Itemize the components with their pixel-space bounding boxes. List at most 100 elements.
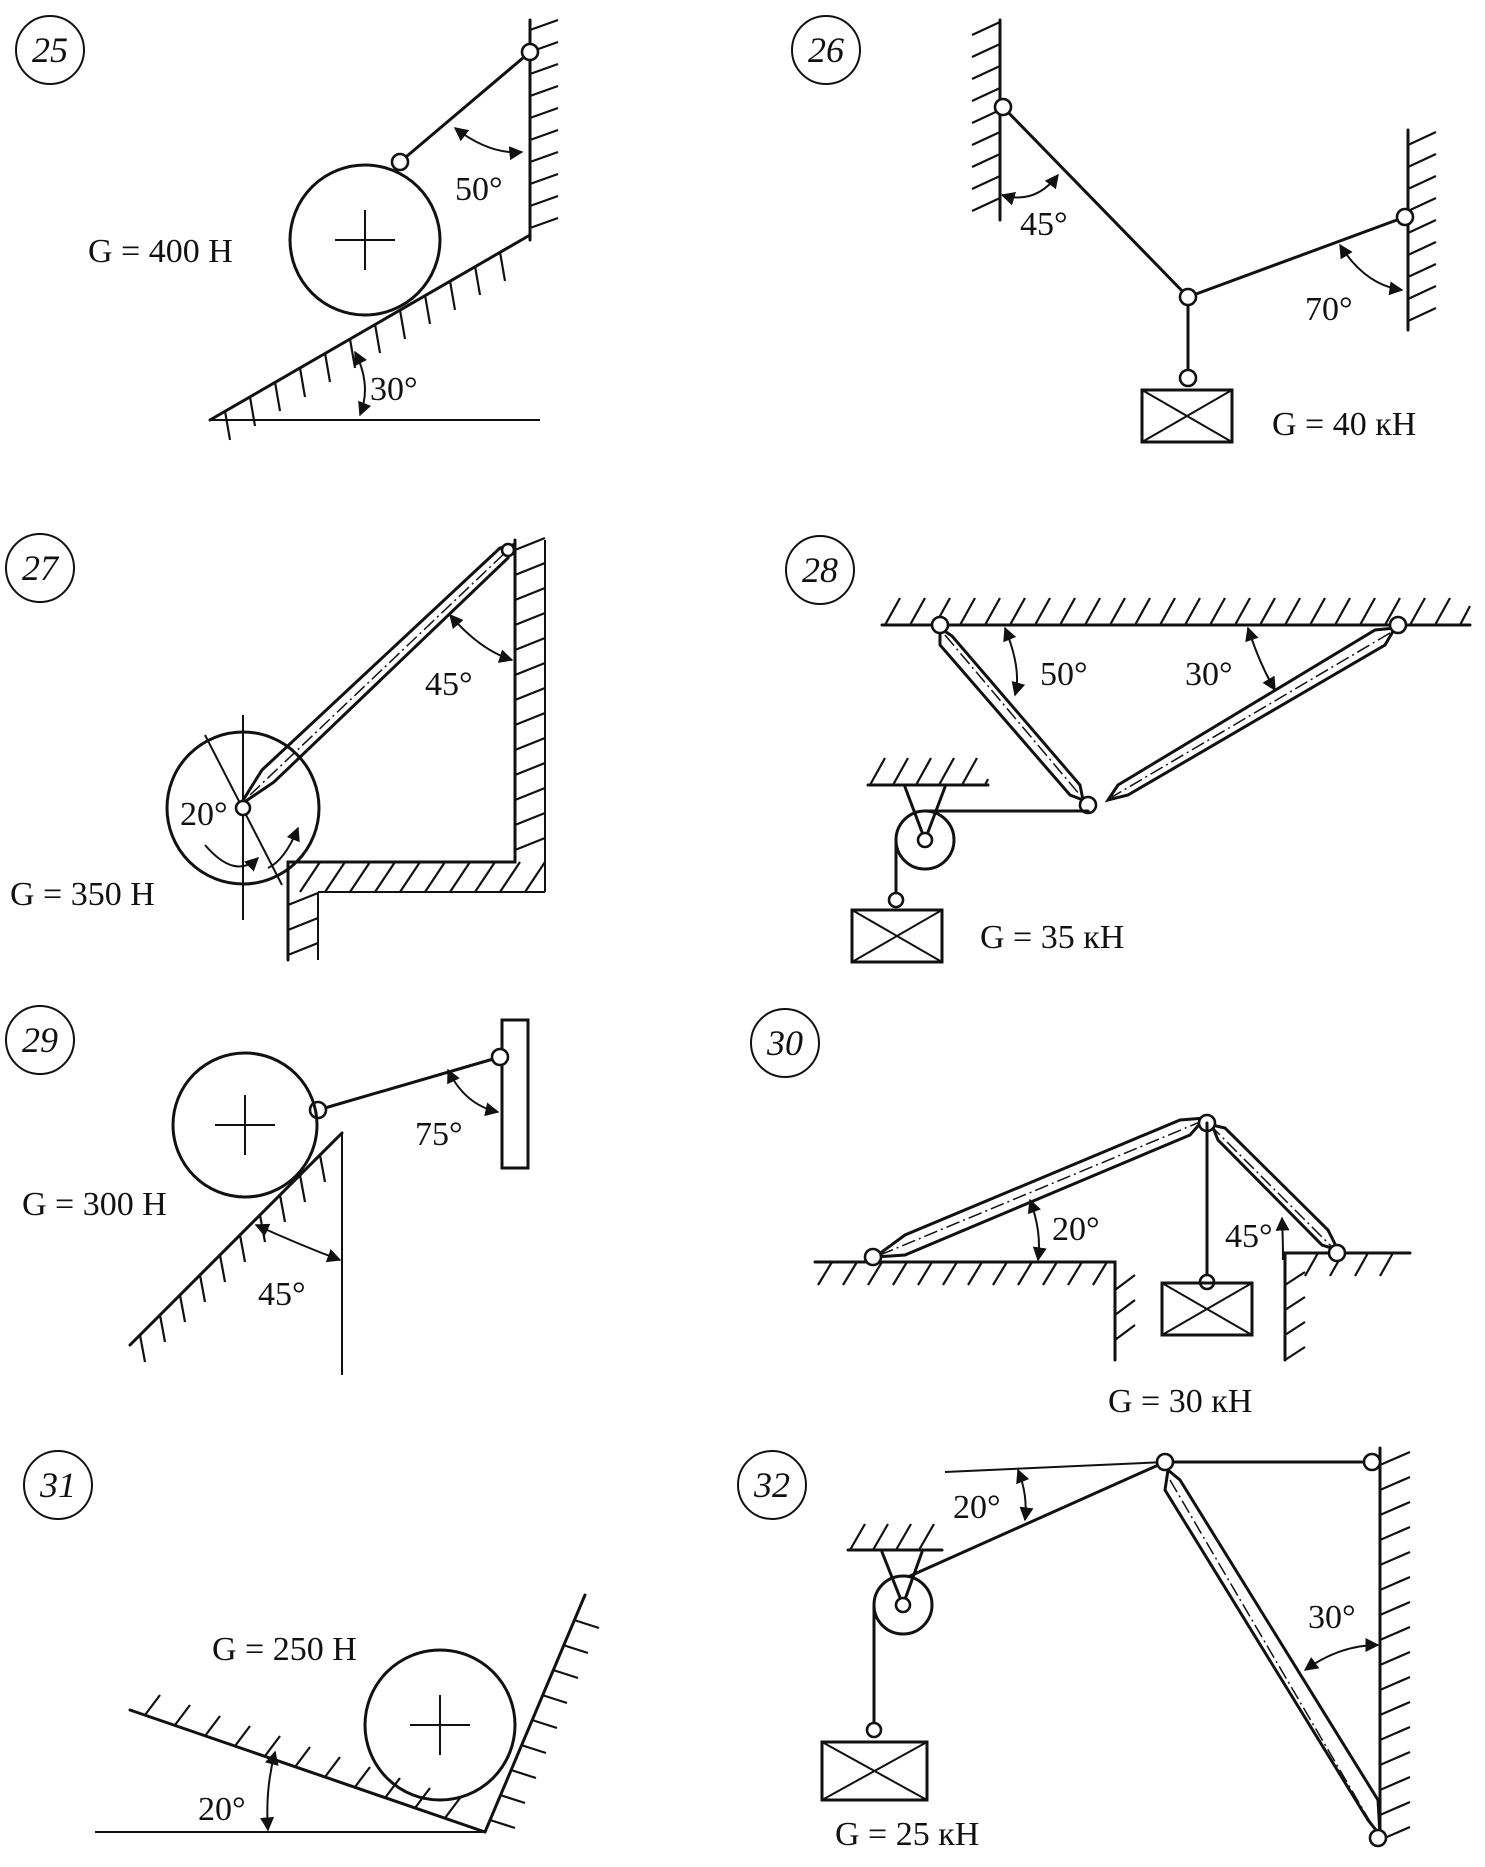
rod-left [938, 625, 1086, 803]
wall [528, 18, 559, 242]
angle-arc [1003, 626, 1026, 697]
rod [1163, 1467, 1382, 1840]
problem-31: 31 20° G = 250 H [23, 1450, 600, 1834]
wall-hinge [520, 42, 540, 62]
angle-arc [354, 350, 372, 417]
hook [1178, 368, 1198, 388]
rope-right [1186, 215, 1407, 299]
left-wall [971, 18, 1002, 222]
hinge [1368, 1828, 1388, 1848]
load-box [1160, 1281, 1254, 1337]
hook [887, 891, 905, 909]
angle-arc [267, 826, 300, 869]
ball [171, 1051, 319, 1199]
problem-29: 29 75° 45° G = 300 H [5, 1005, 530, 1375]
angle-arc [1027, 1198, 1047, 1262]
load-box [850, 908, 944, 964]
load-box [820, 1740, 929, 1802]
wall [1378, 1446, 1411, 1847]
angle-label: 45° [1020, 206, 1068, 243]
reference-line [944, 1461, 1166, 1473]
rope [398, 50, 532, 164]
hinge [234, 799, 252, 817]
pulley-axle [916, 831, 934, 849]
problem-number-circle [5, 1005, 75, 1075]
rope [908, 1460, 1167, 1578]
rope-attachment [308, 1100, 328, 1120]
problem-number-circle [5, 533, 75, 603]
angle-label: 20° [1052, 1211, 1100, 1248]
problem-number-circle [785, 535, 855, 605]
problem-number-circle [791, 15, 861, 85]
angle-label: 20° [180, 796, 228, 833]
problem-number-circle [15, 15, 85, 85]
load-label: G = 300 H [22, 1186, 167, 1223]
rope-left [1001, 105, 1190, 299]
angle-label: 45° [258, 1276, 306, 1313]
ceiling [880, 597, 1472, 627]
inclined-plane [208, 233, 540, 441]
angle-arc [1245, 626, 1276, 692]
problem-number-circle [750, 1008, 820, 1078]
wall-plate [500, 1018, 530, 1170]
hinge [500, 542, 516, 558]
hinge [863, 1247, 883, 1267]
load-label: G = 30 кН [1108, 1383, 1252, 1420]
angle-arc [447, 1068, 500, 1117]
angle-label: 20° [198, 1791, 246, 1828]
hook [865, 1721, 883, 1739]
hinge [930, 615, 950, 635]
v-walls [95, 1593, 600, 1834]
hinge [1362, 1452, 1382, 1472]
hinge [1327, 1243, 1347, 1263]
angle-label: 50° [1040, 656, 1088, 693]
angle-label: 30° [370, 371, 418, 408]
angle-arc [1275, 1216, 1290, 1261]
problem-number: 31 [39, 1465, 76, 1505]
angle-label: 30° [1308, 1599, 1356, 1636]
angle-arc [204, 844, 260, 872]
hinge [1078, 795, 1098, 815]
problem-number: 28 [802, 550, 838, 590]
problem-number-circle [23, 1450, 93, 1520]
load-label: G = 25 кН [835, 1816, 979, 1853]
hinge [993, 97, 1013, 117]
angle-label: 50° [455, 171, 503, 208]
problem-32: 32 [737, 1446, 1411, 1853]
angle-label: 45° [425, 666, 473, 703]
right-wall [1406, 128, 1437, 332]
problem-number: 29 [22, 1020, 58, 1060]
problem-number: 32 [753, 1465, 790, 1505]
problem-number: 30 [766, 1023, 803, 1063]
problem-number-circle [737, 1450, 807, 1520]
left-floor [813, 1260, 1136, 1362]
rope [316, 1055, 502, 1112]
problem-27: 27 [5, 533, 546, 962]
angle-label: 75° [415, 1116, 463, 1153]
angle-arc [1016, 1468, 1034, 1522]
pulley-axle [894, 1596, 912, 1614]
angle-arc [453, 127, 524, 161]
problem-number: 27 [22, 548, 60, 588]
hinge [490, 1047, 510, 1067]
angle-arc [1339, 243, 1404, 296]
rod-left [869, 1116, 1209, 1259]
right-floor [1283, 1251, 1412, 1362]
angle-label: 45° [1225, 1218, 1273, 1255]
problem-30: 30 [750, 1008, 1412, 1420]
ball [363, 1648, 517, 1802]
problem-25: 25 [15, 15, 559, 441]
knot [1178, 287, 1198, 307]
angle-arc [254, 1223, 342, 1263]
hinge [1155, 1452, 1175, 1472]
angle-arc [1000, 173, 1059, 206]
angle-arc [1303, 1638, 1380, 1671]
load-label: G = 400 H [88, 233, 233, 270]
corner-wall [286, 536, 546, 962]
rope-attachment [390, 152, 410, 172]
inclined-wall [128, 1131, 344, 1375]
angle-label: 30° [1185, 656, 1233, 693]
load-label: G = 40 кН [1272, 406, 1416, 443]
load-label: G = 35 кН [980, 919, 1124, 956]
